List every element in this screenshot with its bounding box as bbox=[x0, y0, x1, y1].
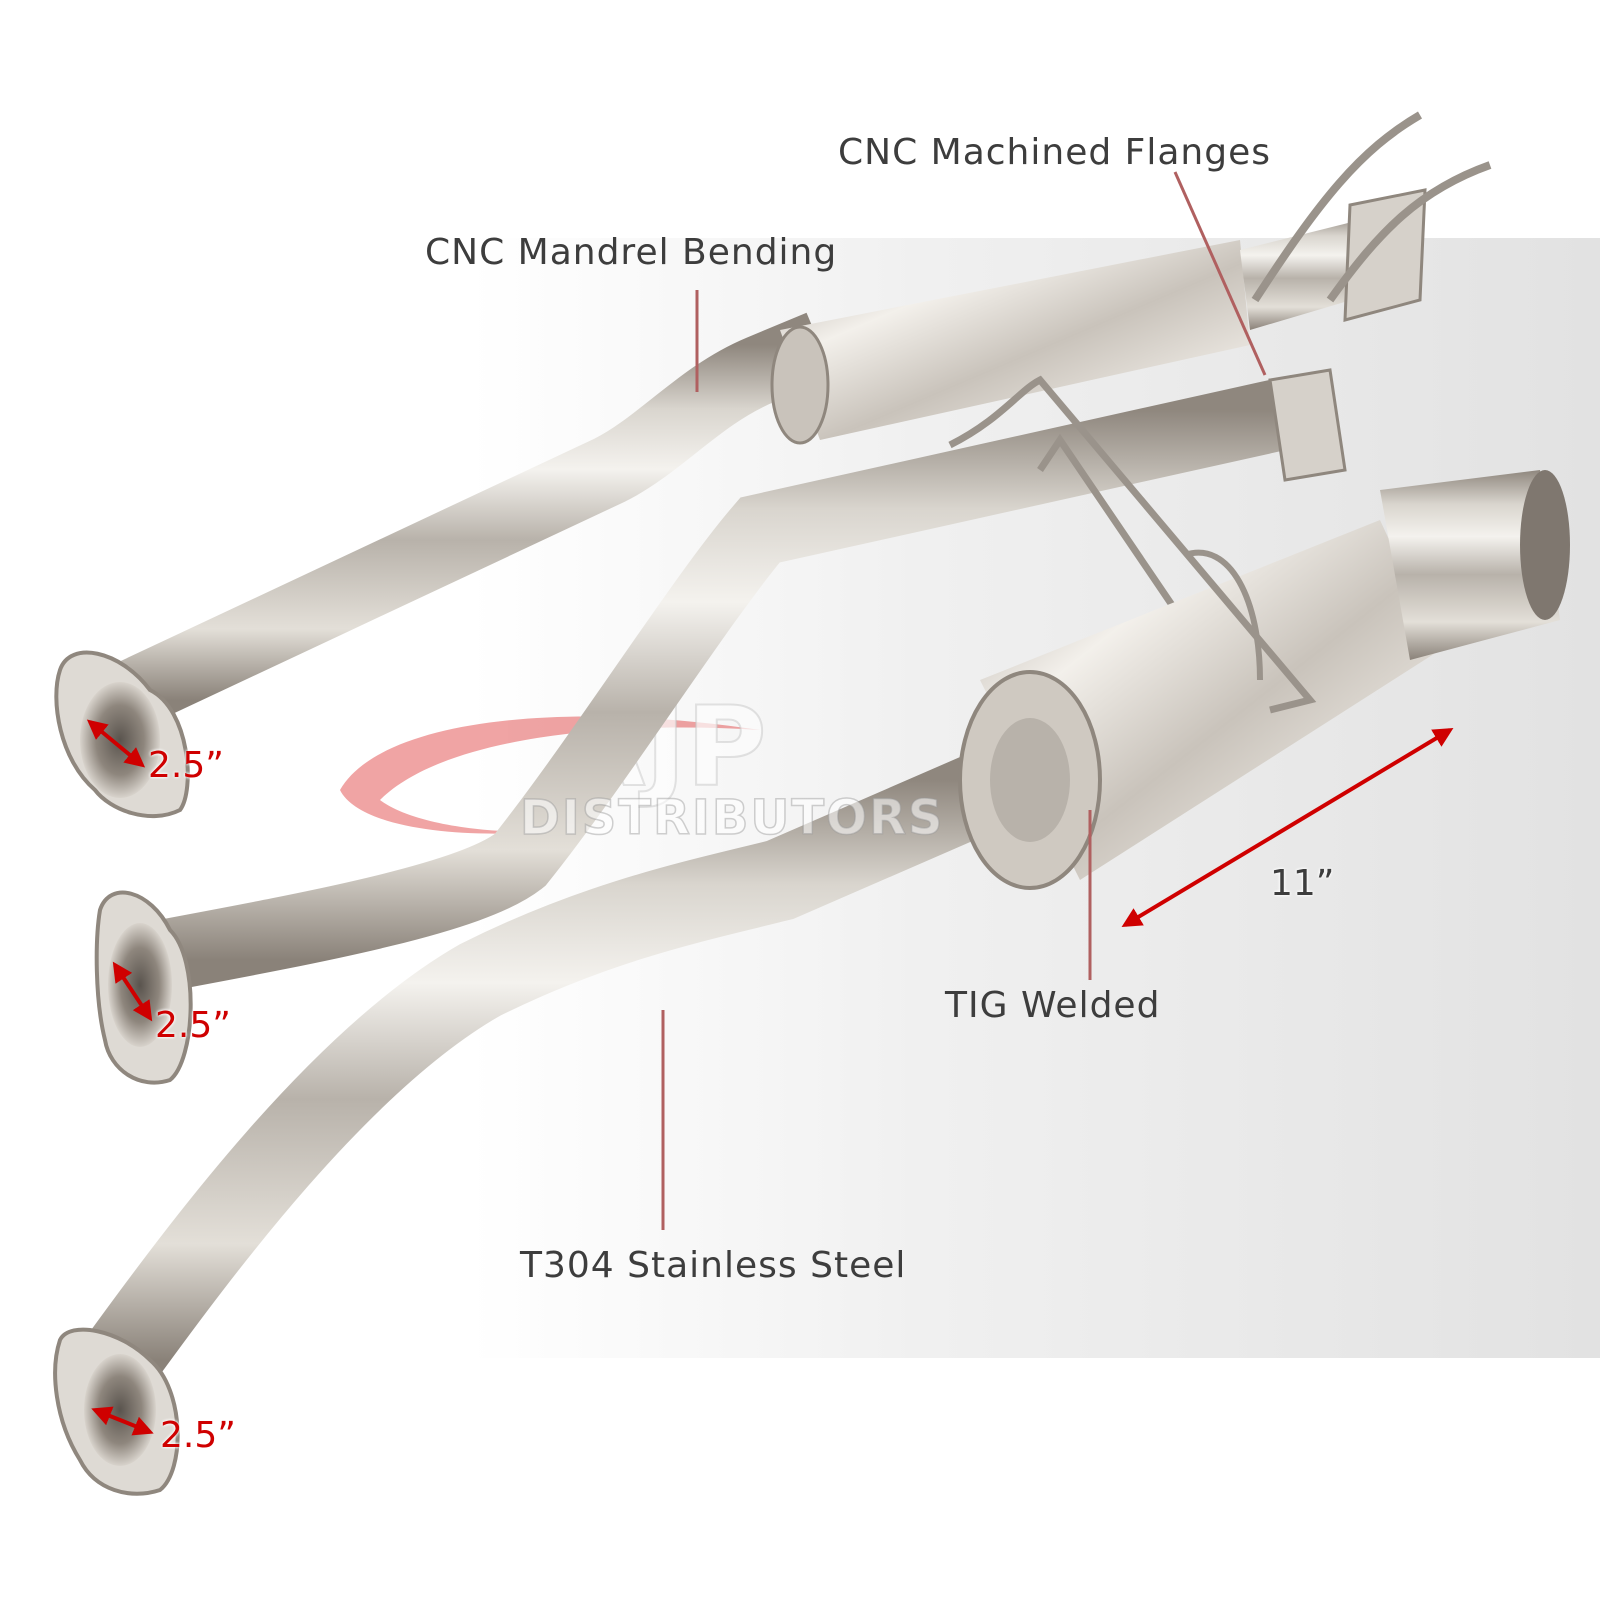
dim-arrow-inlet-3 bbox=[91, 1406, 154, 1436]
resonator-pipe bbox=[105, 111, 1492, 732]
muffler-pipe bbox=[86, 375, 1570, 1385]
callout-tig: TIG Welded bbox=[945, 985, 1161, 1026]
callout-flanges: CNC Machined Flanges bbox=[838, 132, 1271, 173]
dim-muffler-length: 11” bbox=[1270, 863, 1335, 904]
leader-flanges bbox=[1173, 171, 1267, 376]
callout-mandrel: CNC Mandrel Bending bbox=[425, 232, 838, 273]
dim-inlet-1: 2.5” bbox=[148, 745, 224, 786]
callout-steel: T304 Stainless Steel bbox=[520, 1245, 907, 1286]
watermark-text: DISTRIBUTORS bbox=[519, 789, 945, 847]
dim-arrow-muffler-length bbox=[1121, 727, 1454, 928]
dim-arrow-inlet-1 bbox=[86, 719, 146, 768]
dim-inlet-3: 2.5” bbox=[160, 1415, 236, 1456]
dim-arrow-inlet-2 bbox=[112, 961, 153, 1022]
dim-inlet-2: 2.5” bbox=[155, 1005, 231, 1046]
